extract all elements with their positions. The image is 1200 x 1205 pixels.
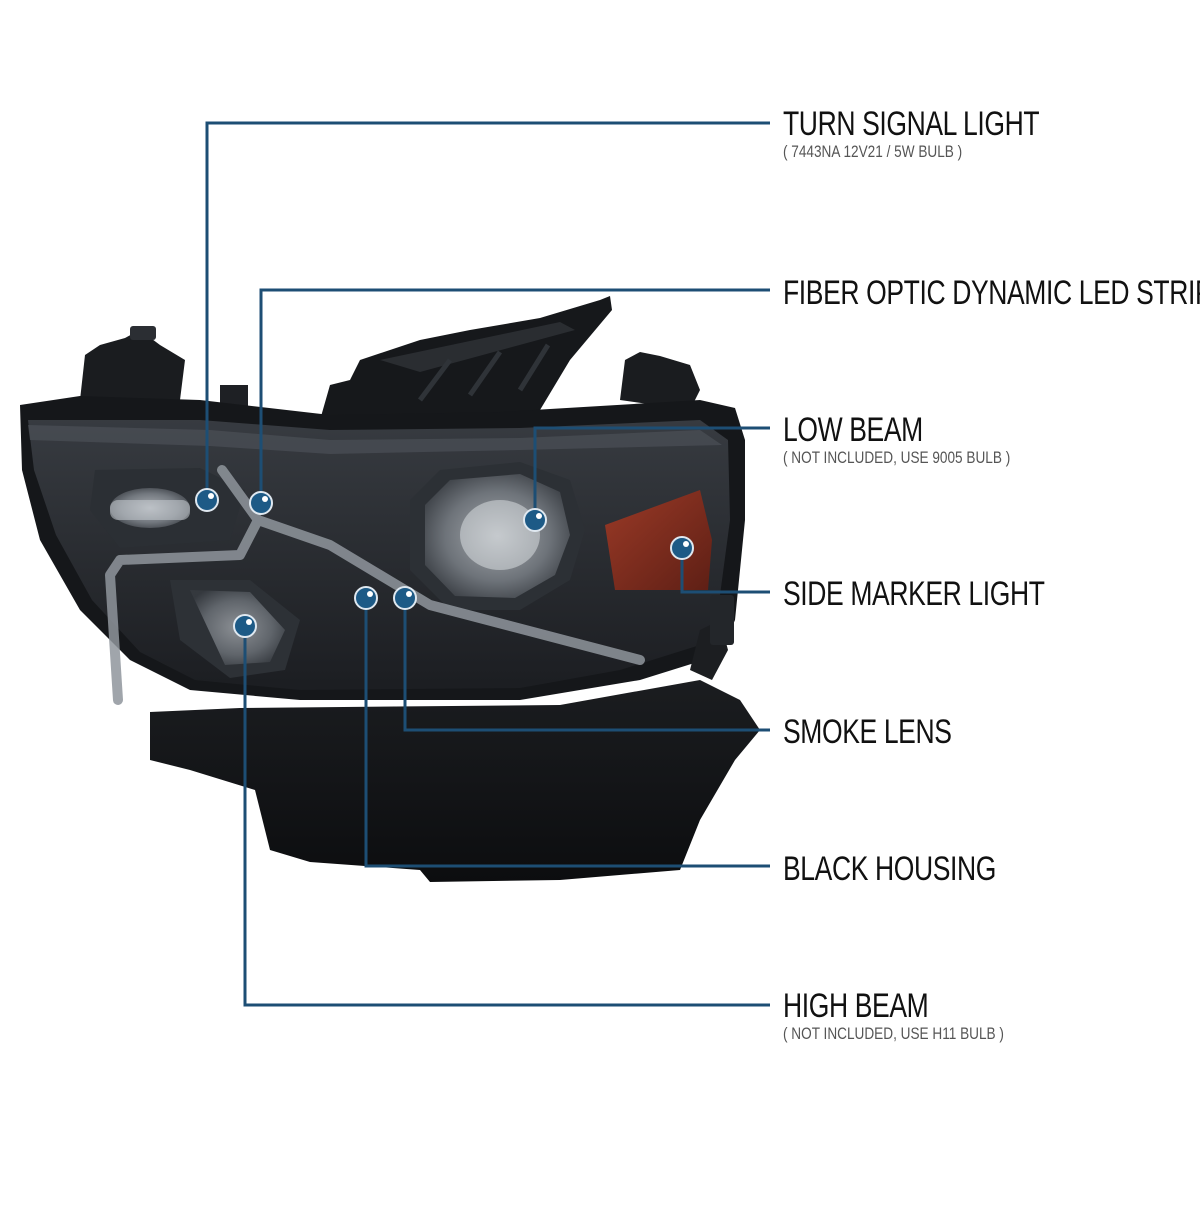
callout-low-beam: LOW BEAM ( NOT INCLUDED, USE 9005 BULB )	[783, 412, 1067, 468]
amber-side-marker	[605, 490, 712, 590]
leader-line-smoke-lens	[403, 598, 770, 732]
leader-line-high-beam	[243, 626, 770, 1007]
callout-title: TURN SIGNAL LIGHT	[783, 105, 1040, 143]
marker-smoke-lens	[393, 586, 417, 610]
callout-title: SMOKE LENS	[783, 713, 952, 751]
callout-markers	[195, 488, 694, 638]
callout-title: HIGH BEAM	[783, 987, 929, 1025]
leader-line-side-marker	[680, 548, 770, 594]
marker-fiber-optic	[249, 491, 273, 515]
callout-note: ( NOT INCLUDED, USE 9005 BULB )	[783, 448, 1011, 467]
lower-housing-tray	[150, 680, 760, 882]
marker-low-beam	[523, 508, 547, 532]
callout-note: ( NOT INCLUDED, USE H11 BULB )	[783, 1024, 1004, 1043]
callout-title: BLACK HOUSING	[783, 850, 997, 888]
callout-title: SIDE MARKER LIGHT	[783, 575, 1045, 613]
callout-title: FIBER OPTIC DYNAMIC LED STRIP	[783, 274, 1200, 312]
fiber-optic-led-strip	[105, 465, 645, 705]
callout-note: ( 7443NA 12V21 / 5W BULB )	[783, 142, 963, 161]
marker-side-marker	[670, 536, 694, 560]
callout-title: LOW BEAM	[783, 411, 923, 449]
marker-black-housing	[354, 586, 378, 610]
marker-turn-signal	[195, 488, 219, 512]
callout-turn-signal: TURN SIGNAL LIGHT ( 7443NA 12V21 / 5W BU…	[783, 106, 1111, 162]
leader-line-black-housing	[364, 598, 770, 868]
callout-smoke-lens: SMOKE LENS	[783, 714, 999, 750]
callout-black-housing: BLACK HOUSING	[783, 851, 1056, 887]
turn-signal-reflector	[90, 468, 245, 548]
callout-high-beam: HIGH BEAM ( NOT INCLUDED, USE H11 BULB )	[783, 988, 1059, 1044]
low-beam-reflector	[410, 462, 585, 610]
leader-lines	[205, 121, 770, 1007]
leader-line-fiber-optic	[259, 288, 770, 503]
leader-line-turn-signal	[205, 121, 770, 500]
callout-fiber-optic: FIBER OPTIC DYNAMIC LED STRIP	[783, 275, 1200, 311]
callout-side-marker: SIDE MARKER LIGHT	[783, 576, 1118, 612]
leader-line-low-beam	[533, 426, 770, 520]
marker-high-beam	[233, 614, 257, 638]
